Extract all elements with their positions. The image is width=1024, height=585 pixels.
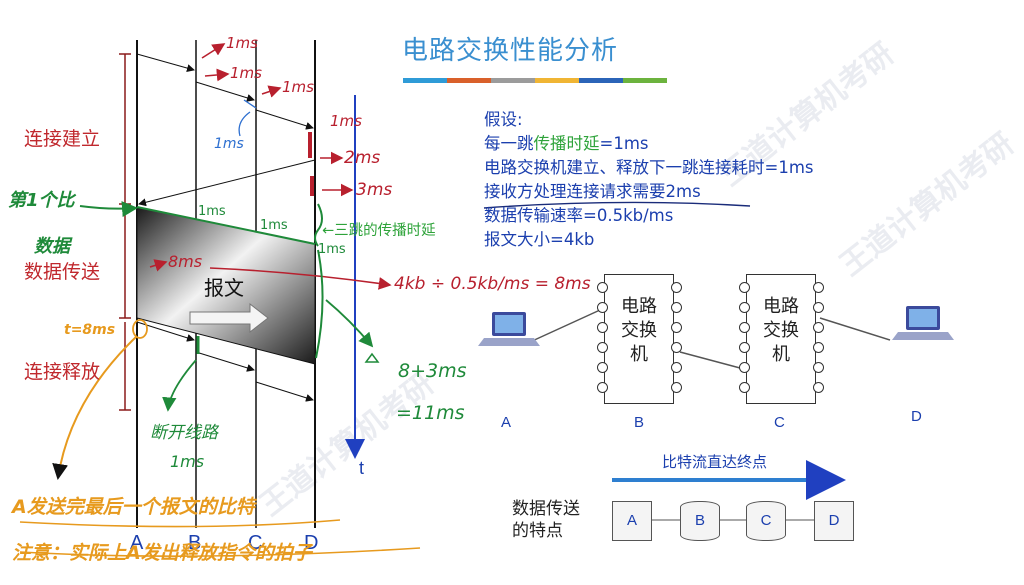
title-bar-segment <box>491 78 535 83</box>
port <box>813 302 824 313</box>
host-label-d: D <box>911 408 922 425</box>
port <box>671 382 682 393</box>
assumption-line-3: 接收方处理连接请求需要2ms <box>484 182 701 201</box>
port <box>813 322 824 333</box>
message-label: 报文 <box>204 276 244 300</box>
timeline-label-b: B <box>188 532 202 554</box>
red-note-8ms: 8ms <box>168 252 203 271</box>
assumption-heading: 假设: <box>484 110 523 129</box>
circuit-switch-b: 电路 交换 机 <box>604 274 674 404</box>
port <box>739 282 750 293</box>
host-label-b: B <box>634 414 645 431</box>
title-bar-segment <box>403 78 447 83</box>
red-note-3ms: 3ms <box>356 180 393 200</box>
blue-note-1ms: 1ms <box>214 136 244 152</box>
orange-note-line-1: A发送完最后一个报文的比特 <box>12 496 255 518</box>
timeline-label-d: D <box>304 532 319 554</box>
orange-note-line-2: 注意：实际上A发出释放指令的拍子 <box>12 542 312 564</box>
green-note-1ms: 1ms <box>318 242 346 257</box>
propagation-note: ←三跳的传播时延 <box>322 223 436 239</box>
feature-node-a: A <box>612 501 652 541</box>
green-note-first-bit: 第1个比 <box>8 190 75 211</box>
port <box>671 342 682 353</box>
port <box>597 282 608 293</box>
feature-node-b: B <box>680 501 720 541</box>
red-note-1ms: 1ms <box>230 64 262 82</box>
circuit-switch-c: 电路 交换 机 <box>746 274 816 404</box>
bitstream-caption: 比特流直达终点 <box>662 453 768 471</box>
green-note-1ms: 1ms <box>260 218 288 233</box>
feature-node-c: C <box>746 501 786 541</box>
port <box>597 342 608 353</box>
green-note-release: 断开线路 <box>150 423 218 443</box>
red-note-1ms: 1ms <box>226 34 258 52</box>
assumption-line-2: 电路交换机建立、释放下一跳连接耗时=1ms <box>484 158 814 177</box>
setup-signal <box>195 81 255 102</box>
port <box>597 382 608 393</box>
port <box>739 362 750 373</box>
port <box>671 362 682 373</box>
feature-label: 数据传送 的特点 <box>512 499 580 541</box>
port <box>813 362 824 373</box>
green-note-1ms: 1ms <box>198 204 226 219</box>
green-note-total: 8+3ms <box>398 360 467 382</box>
setup-signal <box>136 53 195 72</box>
title-bar-segment <box>623 78 667 83</box>
assumption-line-4: 数据传输速率=0.5kb/ms <box>484 206 674 225</box>
green-note-11ms: =11ms <box>396 402 465 424</box>
slide-title: 电路交换性能分析 <box>402 36 619 66</box>
port <box>739 302 750 313</box>
assumption-line-1: 每一跳传播时延=1ms <box>484 134 649 153</box>
phase-transfer: 数据传送 <box>24 261 101 283</box>
feature-node-d: D <box>814 501 854 541</box>
port <box>739 382 750 393</box>
host-label-a: A <box>501 414 512 431</box>
green-note-data: 数据 <box>34 236 70 257</box>
port <box>739 322 750 333</box>
phase-release: 连接释放 <box>24 361 101 383</box>
phase-setup: 连接建立 <box>24 128 101 150</box>
ack-signal <box>138 159 316 207</box>
port <box>739 342 750 353</box>
host-label-c: C <box>774 414 785 431</box>
green-note-release-ms: 1ms <box>170 452 205 471</box>
port <box>671 302 682 313</box>
title-bar-segment <box>535 78 579 83</box>
red-note-2ms: 2ms <box>344 148 381 168</box>
time-axis-label: t <box>359 458 365 478</box>
port <box>671 282 682 293</box>
red-formula: 4kb ÷ 0.5kb/ms = 8ms <box>394 274 591 294</box>
assumption-line-5: 报文大小=4kb <box>484 230 595 249</box>
port <box>671 322 682 333</box>
release-signal <box>195 351 255 372</box>
release-signal <box>255 381 314 402</box>
timeline-label-a: A <box>130 532 144 554</box>
red-note-1ms: 1ms <box>282 78 314 96</box>
orange-note-time: t=8ms <box>64 322 116 338</box>
setup-signal <box>255 109 314 130</box>
port <box>597 302 608 313</box>
port <box>813 282 824 293</box>
timeline-label-c: C <box>248 532 263 554</box>
port <box>813 382 824 393</box>
message-arrow <box>189 302 269 334</box>
red-note-1ms: 1ms <box>330 112 362 130</box>
port <box>813 342 824 353</box>
title-bar-segment <box>579 78 623 83</box>
title-bar-segment <box>447 78 491 83</box>
port <box>597 362 608 373</box>
port <box>597 322 608 333</box>
